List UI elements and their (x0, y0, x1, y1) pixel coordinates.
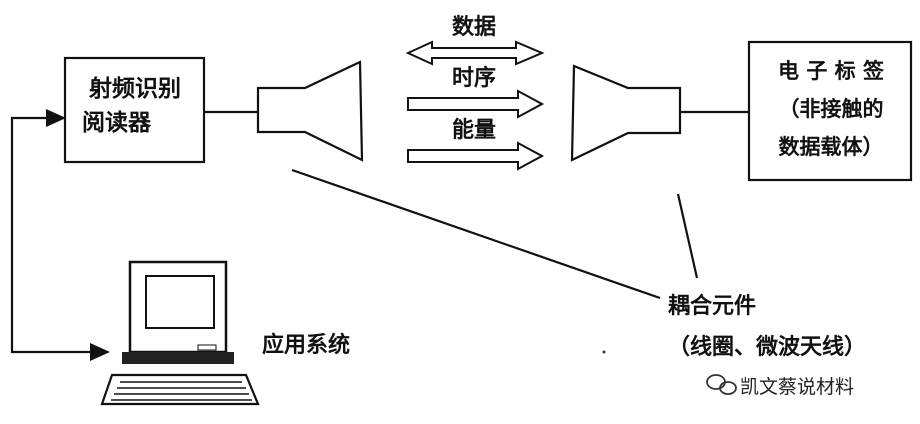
coupling-label-line2: （线圈、微波天线） (668, 335, 867, 360)
coupling-pointer-right (676, 193, 699, 279)
arrowhead-to-computer (90, 343, 110, 361)
timing-arrow (407, 89, 545, 119)
computer-icon (100, 260, 260, 406)
watermark-text: 凯文蔡说材料 (740, 376, 855, 398)
arrowhead-to-reader (46, 109, 66, 127)
coupling-label-line1: 耦合元件 (668, 294, 757, 319)
system-connection-line (10, 116, 95, 354)
energy-label: 能量 (452, 118, 497, 143)
tag-antenna (570, 64, 682, 162)
timing-label: 时序 (452, 66, 497, 91)
data-label: 数据 (452, 15, 497, 40)
tag-label-line2: （非接触的 (778, 97, 884, 121)
reader-antenna (256, 60, 364, 162)
energy-arrow (407, 141, 545, 171)
reader-box (63, 56, 206, 164)
application-system-label: 应用系统 (262, 333, 351, 358)
tag-label: 电 子 标 签 （非接触的 数据载体） (752, 52, 910, 166)
reader-label-line2: 阅读器 (82, 110, 151, 136)
tag-label-line1: 电 子 标 签 (778, 59, 884, 83)
stray-dot (602, 350, 606, 354)
data-double-arrow (405, 40, 545, 66)
reader-label: 射频识别 阅读器 (74, 72, 196, 140)
wechat-icon (706, 374, 737, 395)
coupling-pointer-left (291, 168, 661, 300)
tag-label-line3: 数据载体） (778, 135, 884, 159)
reader-label-line1: 射频识别 (89, 76, 181, 102)
